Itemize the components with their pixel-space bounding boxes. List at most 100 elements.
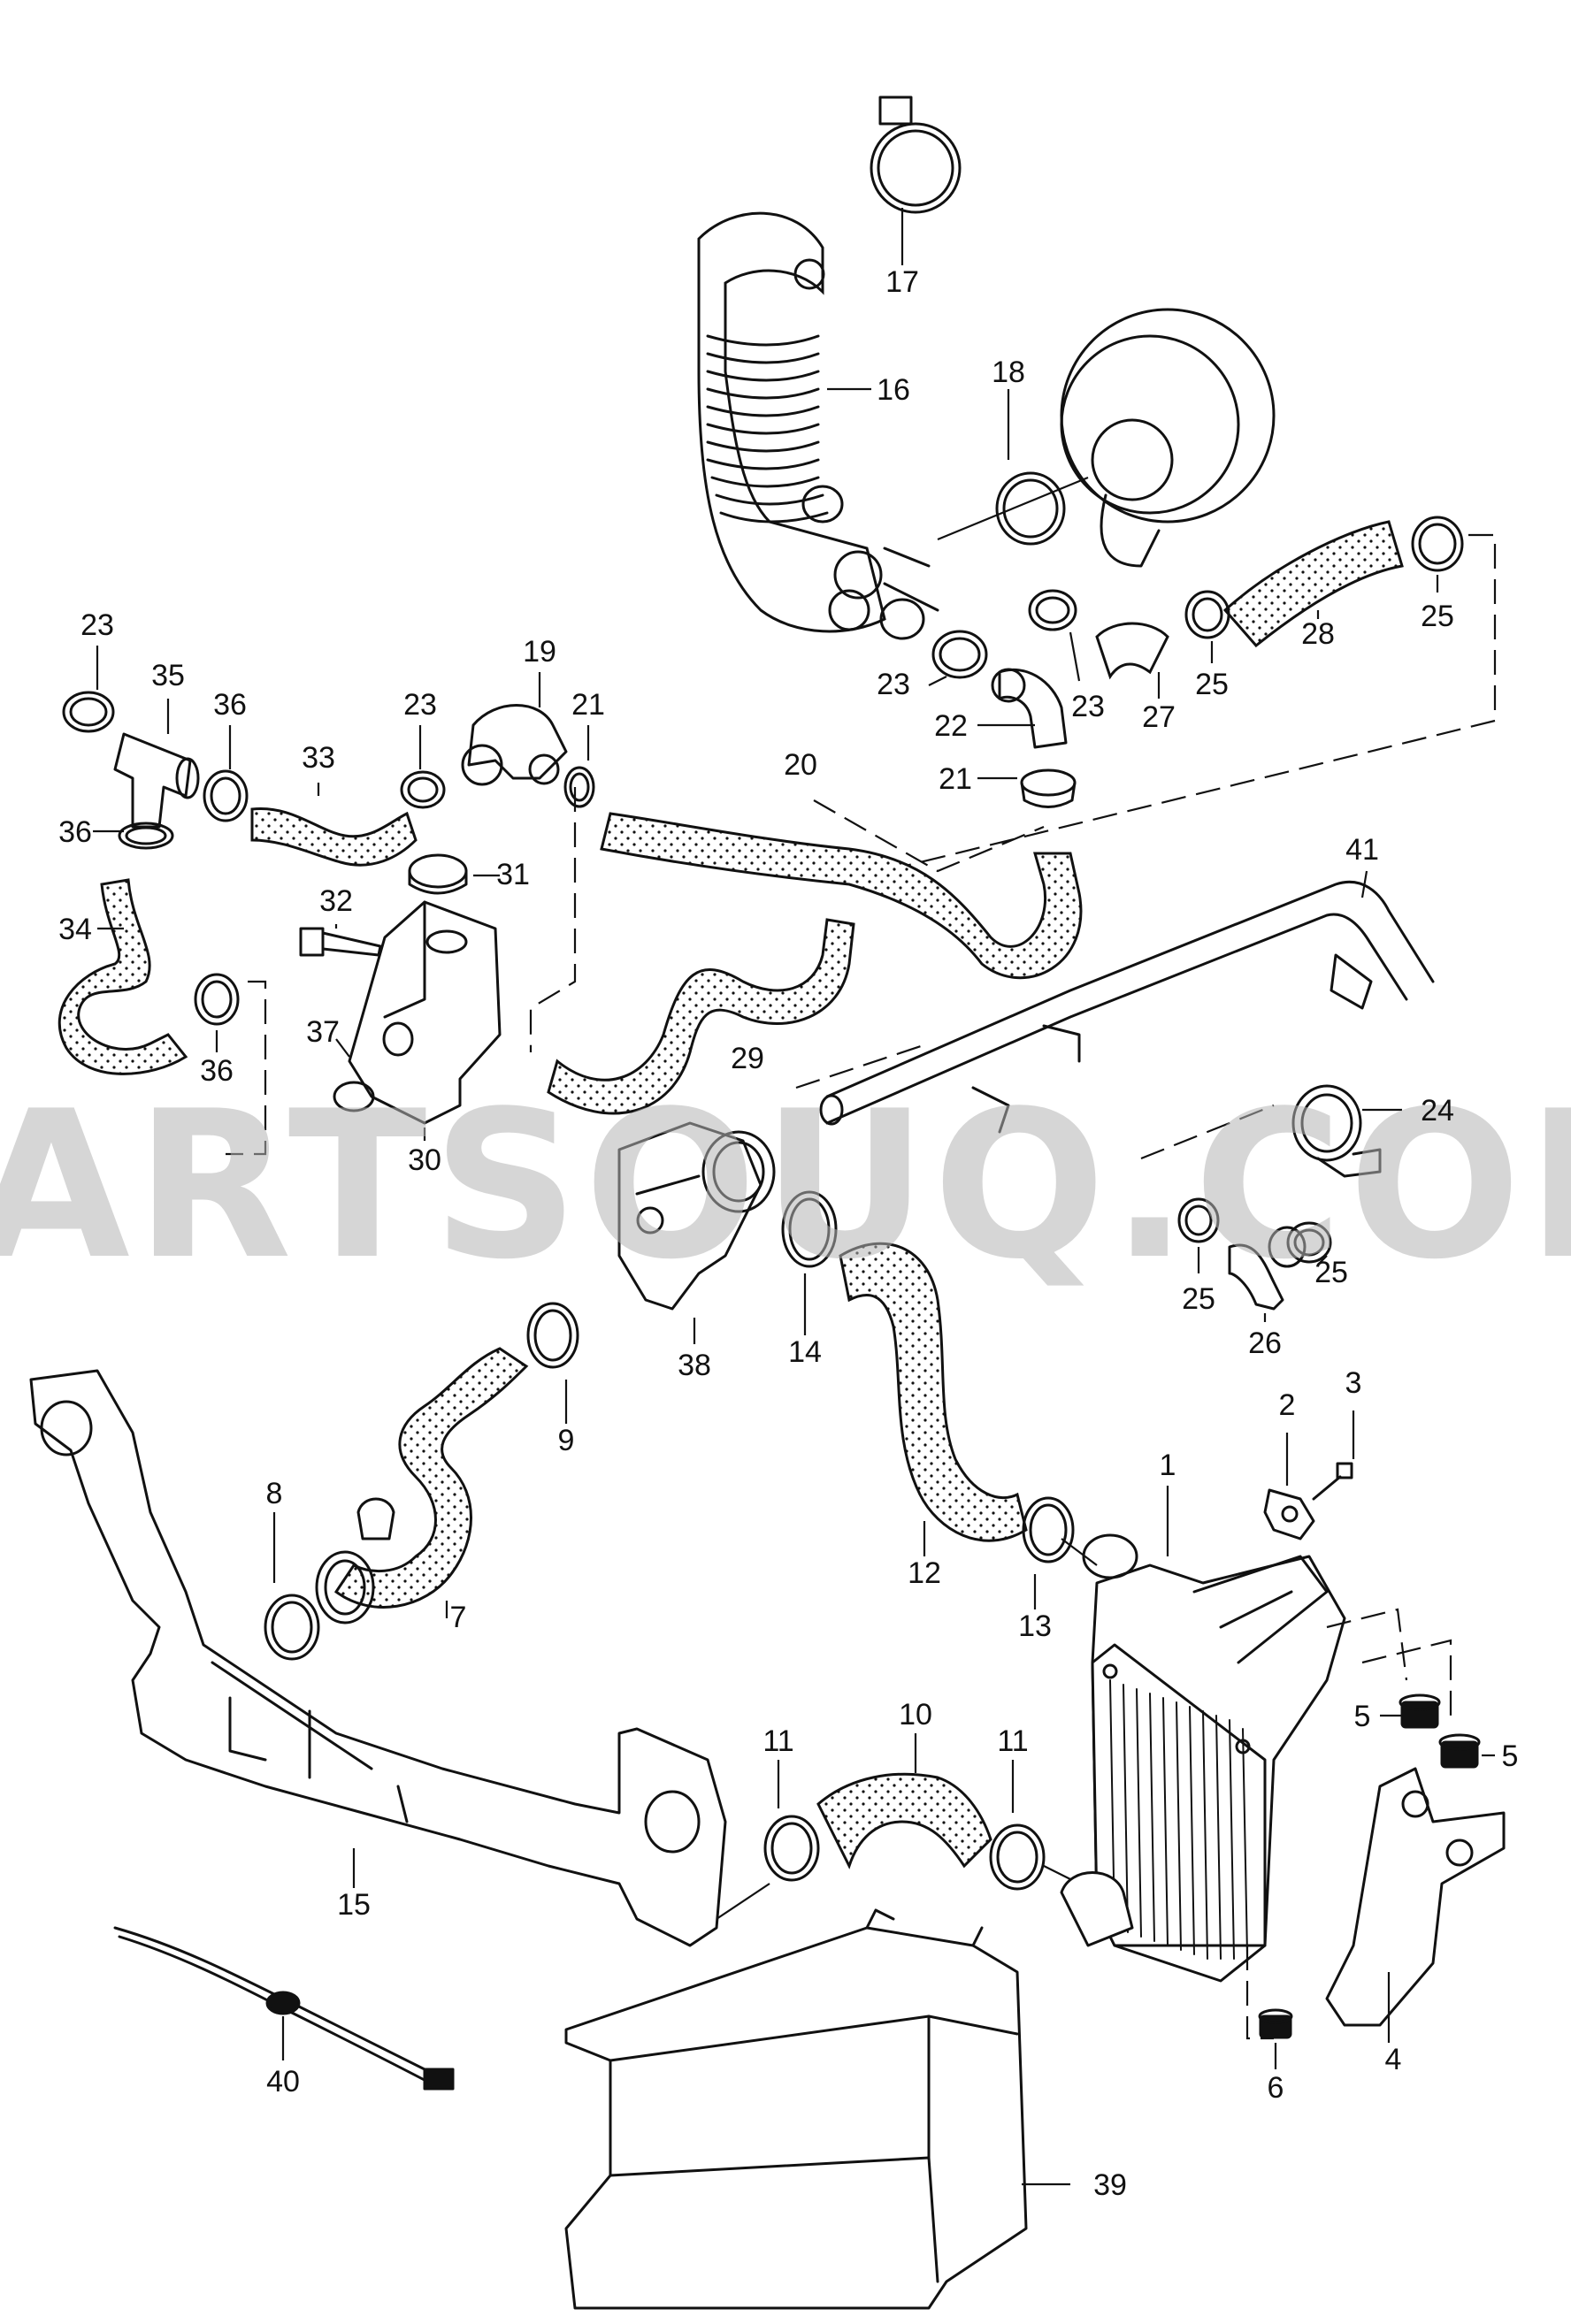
watermark-text: PARTSOUQ.COM	[0, 1068, 1571, 1304]
metal-pipe-41	[819, 880, 1435, 1134]
ring-21-a	[1020, 768, 1077, 808]
ring-36-a	[203, 769, 249, 822]
callout-30: 30	[408, 1143, 441, 1177]
callout-24: 24	[1421, 1094, 1454, 1128]
intercooler-1	[1060, 1533, 1346, 1983]
bracket-4	[1325, 1767, 1506, 2027]
grommet-5-a	[1399, 1693, 1441, 1729]
callout-25c: 25	[1182, 1282, 1215, 1316]
callout-20: 20	[784, 748, 817, 782]
elbow-22	[991, 668, 1068, 749]
callout-8: 8	[266, 1477, 283, 1510]
callout-35: 35	[151, 659, 185, 692]
hose-clamp-18	[995, 471, 1066, 546]
callout-36a: 36	[213, 688, 247, 722]
callout-29: 29	[731, 1042, 764, 1075]
callout-28: 28	[1301, 617, 1335, 651]
callout-26: 26	[1248, 1326, 1282, 1360]
valve-19	[461, 704, 568, 786]
intake-bellows-pipe-16	[697, 211, 939, 640]
grommet-5-b	[1438, 1733, 1481, 1769]
hose-clamp-25-d	[1286, 1221, 1332, 1264]
callout-16: 16	[877, 373, 910, 407]
callout-11b: 11	[997, 1724, 1028, 1758]
callout-25d: 25	[1314, 1256, 1348, 1289]
callout-9: 9	[558, 1424, 575, 1457]
tee-connector-35	[113, 732, 200, 829]
callout-25b: 25	[1195, 668, 1229, 701]
callout-7: 7	[450, 1601, 467, 1634]
callout-23d: 23	[1071, 690, 1105, 723]
callout-2: 2	[1279, 1388, 1296, 1422]
bolt-32	[299, 927, 382, 957]
callout-6: 6	[1268, 2071, 1284, 2105]
callout-3: 3	[1345, 1366, 1362, 1400]
callout-23a: 23	[80, 608, 114, 642]
hose-clamp-14	[781, 1190, 838, 1268]
callout-14: 14	[788, 1335, 822, 1369]
hose-12	[839, 1242, 1028, 1542]
ring-36-c	[194, 973, 240, 1026]
hose-clamp-17	[870, 96, 962, 214]
cap-31	[408, 853, 468, 895]
hose-33	[250, 807, 418, 867]
air-duct-39	[564, 1908, 1028, 2310]
hose-20	[600, 812, 1083, 980]
callout-23c: 23	[877, 668, 910, 701]
hose-clamp-23-b	[1028, 589, 1077, 631]
hose-clamp-9	[526, 1302, 579, 1369]
callout-31: 31	[496, 858, 530, 891]
elbow-pipe-27	[1095, 622, 1169, 680]
callout-21a: 21	[571, 688, 605, 722]
callout-5a: 5	[1354, 1700, 1371, 1733]
throttle-body-38	[617, 1121, 776, 1311]
callout-34: 34	[58, 913, 92, 946]
hose-29	[547, 918, 855, 1115]
cable-tie-40	[113, 1926, 455, 2091]
callout-39: 39	[1093, 2168, 1127, 2202]
callout-23b: 23	[403, 688, 437, 722]
bolt-3	[1312, 1462, 1353, 1501]
hose-clamp-23-d	[400, 770, 446, 809]
hose-7	[333, 1347, 529, 1609]
callout-27: 27	[1142, 700, 1176, 734]
hose-clamp-23-c	[62, 691, 115, 733]
valve-24	[1291, 1084, 1382, 1178]
callout-labels: 1 2 3 4 5 5 6 7 8 9 10 11 11 12 13 14 15…	[58, 265, 1518, 2202]
callout-36b: 36	[58, 815, 92, 849]
grommet-6	[1258, 2008, 1293, 2039]
hose-connector-7	[315, 1497, 395, 1625]
callout-11a: 11	[763, 1724, 793, 1758]
hose-34	[57, 878, 188, 1075]
hose-clamp-8	[264, 1594, 320, 1661]
charge-pipe-15	[29, 1369, 727, 1947]
hose-clamp-23-a	[931, 630, 988, 679]
hose-clamp-11-b	[989, 1823, 1046, 1891]
callout-32: 32	[319, 884, 353, 918]
hose-10	[816, 1772, 992, 1869]
hose-clamp-25-c	[1177, 1197, 1220, 1243]
callout-17: 17	[885, 265, 919, 299]
hose-28	[1222, 520, 1404, 648]
callout-15: 15	[337, 1888, 371, 1922]
callout-37: 37	[306, 1015, 340, 1049]
hose-clamp-25-b	[1184, 590, 1230, 639]
hose-clamp-25-a	[1411, 516, 1464, 572]
callout-5b: 5	[1502, 1739, 1519, 1773]
turbocharger-housing	[1060, 308, 1276, 568]
callout-12: 12	[908, 1556, 941, 1590]
callout-18: 18	[992, 355, 1025, 389]
callout-41: 41	[1345, 833, 1379, 867]
ring-21-b	[563, 766, 595, 808]
elbow-26	[1228, 1226, 1307, 1311]
callout-1: 1	[1160, 1449, 1176, 1482]
hose-clamp-11-a	[763, 1815, 820, 1882]
callout-22: 22	[934, 709, 968, 743]
callout-4: 4	[1385, 2043, 1402, 2076]
sensor-2	[1263, 1488, 1315, 1540]
hose-clamp-13	[1022, 1496, 1075, 1563]
ring-36-b	[118, 822, 174, 850]
callout-40: 40	[266, 2065, 300, 2098]
callout-38: 38	[678, 1349, 711, 1382]
